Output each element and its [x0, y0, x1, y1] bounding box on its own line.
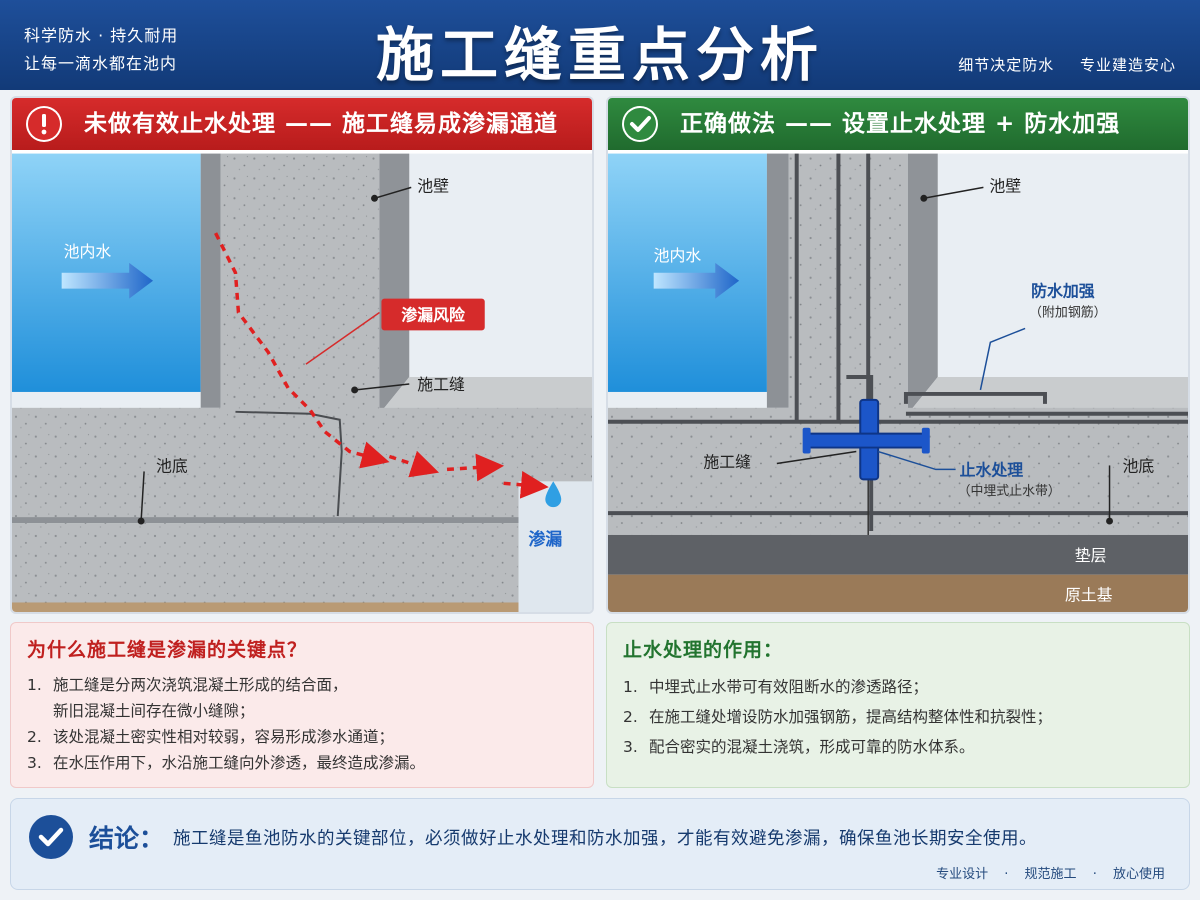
- label-soil: 原土基: [1065, 586, 1113, 605]
- label-water: 池内水: [64, 242, 112, 261]
- conclusion-tags: 专业设计 · 规范施工 · 放心使用: [936, 867, 1165, 882]
- slogan-line-2: 让每一滴水都在池内: [24, 54, 178, 73]
- pool-water: [12, 153, 201, 392]
- label-reinforce-sub: （附加钢筋）: [1029, 304, 1106, 320]
- why-box: 为什么施工缝是渗漏的关键点？ 1.施工缝是分两次浇筑混凝土形成的结合面，新旧混凝…: [10, 622, 594, 788]
- tagline-b: 专业建造安心: [1079, 56, 1176, 74]
- label-stop: 止水处理: [960, 460, 1024, 479]
- water-drop-icon: [545, 481, 562, 508]
- waterstop-diagram: 池壁 池内水 防水加强 （附加钢筋） 施工缝 止水处理 （中埋式止水带） 池底 …: [608, 153, 1188, 612]
- label-joint: 施工缝: [703, 452, 751, 471]
- effect-item-3: 3.配合密实的混凝土浇筑，形成可靠的防水体系。: [623, 738, 975, 756]
- label-reinforce: 防水加强: [1031, 282, 1095, 301]
- soil-layer: [608, 574, 1188, 612]
- risk-badge: [381, 298, 485, 331]
- label-stop-sub: （中埋式止水带）: [958, 484, 1061, 499]
- why-item-2: 2.该处混凝土密实性相对较弱，容易形成渗水通道；: [27, 728, 395, 746]
- water-flow-arrow: [653, 262, 740, 299]
- why-item-1: 1.施工缝是分两次浇筑混凝土形成的结合面，新旧混凝土间存在微小缝隙；: [27, 676, 348, 720]
- label-wall: 池壁: [989, 176, 1021, 195]
- pool-wall: [788, 153, 908, 414]
- cushion-layer: [608, 534, 1188, 575]
- pool-water: [608, 153, 767, 392]
- why-title: 为什么施工缝是渗漏的关键点？: [27, 639, 308, 661]
- leak-diagram: 池壁 池内水 渗漏风险 施工缝 池底 渗漏: [12, 153, 592, 612]
- label-leak: 渗漏: [528, 529, 562, 549]
- label-risk: 渗漏风险: [401, 305, 465, 324]
- label-floor: 池底: [156, 456, 188, 475]
- correct-method-bar: 正确做法 —— 设置止水处理 + 防水加强: [608, 98, 1188, 150]
- correct-method-panel: 正确做法 —— 设置止水处理 + 防水加强: [606, 96, 1190, 614]
- conclusion-text: 施工缝是鱼池防水的关键部位，必须做好止水处理和防水加强，才能有效避免渗漏，确保鱼…: [173, 829, 1037, 849]
- correct-method-title: 正确做法 —— 设置止水处理 + 防水加强: [680, 111, 1121, 137]
- label-floor: 池底: [1122, 456, 1154, 475]
- pool-wall: [220, 153, 380, 414]
- check-icon: [29, 815, 73, 859]
- rebar-grid: [608, 153, 1188, 531]
- slogan-line-1: 科学防水 · 持久耐用: [24, 26, 179, 45]
- label-wall: 池壁: [417, 176, 449, 195]
- why-item-3: 3.在水压作用下，水沿施工缝向外渗透，最终造成渗漏。: [27, 754, 426, 772]
- conclusion-label: 结论：: [89, 824, 165, 853]
- header-tagline: 细节决定防水 专业建造安心: [938, 54, 1176, 75]
- wrong-method-panel: 未做有效止水处理 —— 施工缝易成渗漏通道: [10, 96, 594, 614]
- label-water: 池内水: [654, 246, 702, 265]
- tag-3: 放心使用: [1112, 867, 1165, 882]
- header-slogan: 科学防水 · 持久耐用 让每一滴水都在池内: [24, 22, 178, 78]
- effect-box: 止水处理的作用： 1.中埋式止水带可有效阻断水的渗透路径； 2.在施工缝处增设防…: [606, 622, 1190, 788]
- tag-2: 规范施工: [1024, 867, 1077, 882]
- header: 科学防水 · 持久耐用 让每一滴水都在池内 施工缝重点分析 细节决定防水 专业建…: [0, 0, 1200, 90]
- page-title: 施工缝重点分析: [375, 21, 824, 89]
- tagline-a: 细节决定防水: [958, 56, 1055, 74]
- label-joint: 施工缝: [417, 375, 465, 394]
- warning-icon: [26, 106, 62, 142]
- effect-title: 止水处理的作用：: [623, 639, 784, 661]
- wrong-method-title: 未做有效止水处理 —— 施工缝易成渗漏通道: [84, 111, 559, 137]
- conclusion-box: 结论： 施工缝是鱼池防水的关键部位，必须做好止水处理和防水加强，才能有效避免渗漏…: [10, 798, 1190, 890]
- wrong-method-bar: 未做有效止水处理 —— 施工缝易成渗漏通道: [12, 98, 592, 150]
- effect-item-1: 1.中埋式止水带可有效阻断水的渗透路径；: [623, 678, 929, 696]
- waterstop-band: [802, 398, 930, 481]
- pool-floor: [608, 407, 1188, 535]
- check-icon: [622, 106, 658, 142]
- tag-1: 专业设计: [936, 867, 989, 882]
- water-flow-arrow: [61, 262, 154, 299]
- pool-floor: [12, 407, 592, 518]
- label-cushion: 垫层: [1075, 546, 1107, 565]
- effect-item-2: 2.在施工缝处增设防水加强钢筋，提高结构整体性和抗裂性；: [623, 708, 1053, 726]
